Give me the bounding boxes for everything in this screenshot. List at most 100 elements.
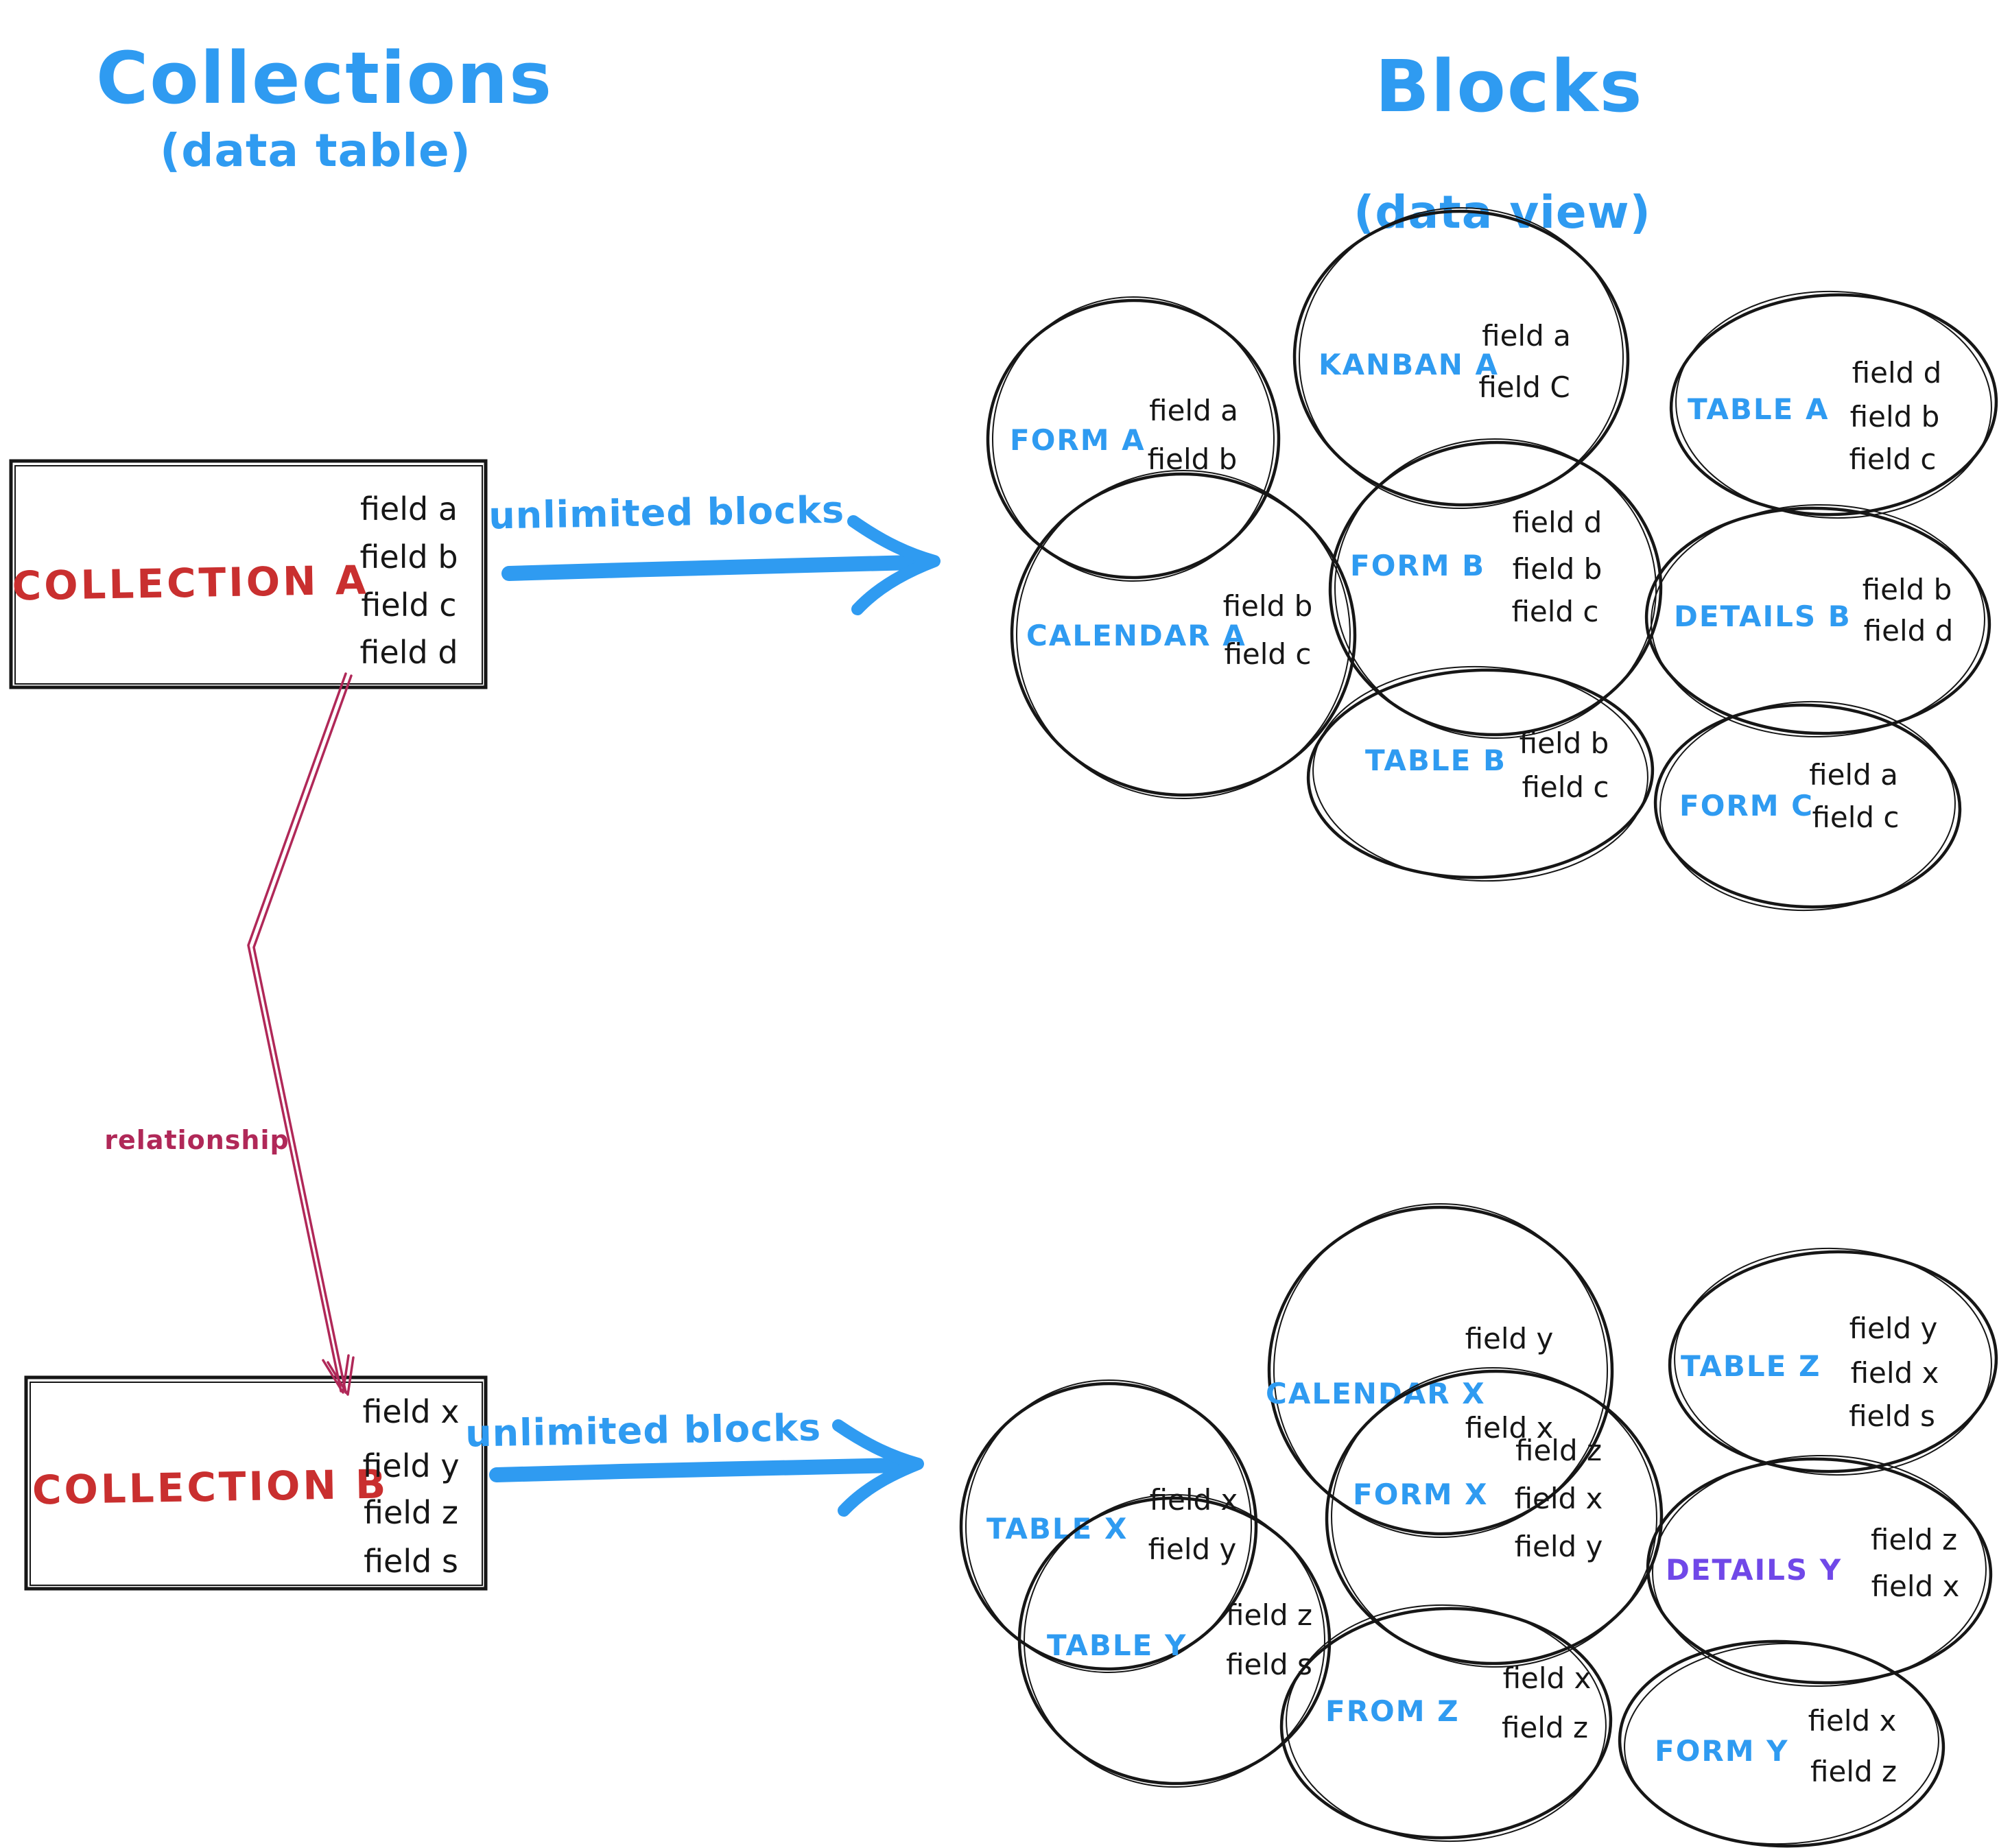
block-form-c: FORM C field a field c xyxy=(1653,700,1962,912)
collection-b-rect xyxy=(24,1375,488,1591)
block-table-x: TABLE X field x field y xyxy=(959,1379,1258,1673)
field-label: field c xyxy=(1812,801,1899,834)
block-form-a: FORM A field a field b xyxy=(986,296,1281,582)
block-label: FORM X xyxy=(1353,1478,1489,1511)
field-label: field y xyxy=(1465,1322,1554,1355)
block-ellipse xyxy=(1618,1639,1946,1848)
arrow-line xyxy=(501,555,920,581)
field-label: field z xyxy=(1226,1598,1312,1632)
field-label: field C xyxy=(1478,370,1570,404)
field-label: field d xyxy=(1852,356,1942,390)
arrow-head-icon xyxy=(847,515,941,615)
relationship-label: relationship xyxy=(104,1125,289,1155)
block-label: FORM B xyxy=(1350,549,1485,582)
block-form-x: FORM X field z field x field y xyxy=(1325,1366,1664,1668)
block-ellipse-sketch xyxy=(991,296,1275,582)
collection-b-field: field x xyxy=(362,1393,459,1430)
block-ellipse-sketch xyxy=(965,1379,1253,1673)
blocks-title: Blocks xyxy=(1375,45,1643,128)
block-label: DETAILS B xyxy=(1674,600,1852,633)
block-label: FROM Z xyxy=(1325,1694,1460,1728)
block-from-z: FROM Z field x field z xyxy=(1279,1604,1613,1843)
block-ellipse-sketch xyxy=(1675,290,1992,519)
block-form-y: FORM Y field x field z xyxy=(1618,1639,1946,1848)
collection-a-field: field c xyxy=(361,587,456,624)
block-kanban-a: KANBAN A field a field C xyxy=(1292,206,1630,510)
block-ellipse xyxy=(1267,1205,1614,1536)
collection-a-box: COLLECTION A field a field b field c fie… xyxy=(9,459,488,689)
collection-b-rect-sketch xyxy=(29,1382,483,1586)
field-label: field b xyxy=(1850,400,1940,434)
field-label: field z xyxy=(1810,1755,1897,1788)
unlimited-blocks-label-bottom: unlimited blocks xyxy=(465,1406,822,1455)
block-label: FORM A xyxy=(1010,423,1146,457)
block-label: DETAILS Y xyxy=(1666,1553,1842,1587)
unlimited-blocks-arrow-top: unlimited blocks xyxy=(488,488,941,615)
block-ellipse-sketch xyxy=(1652,1454,1987,1687)
field-label: field c xyxy=(1511,595,1598,628)
collection-b-box: COLLECTION B field x field y field z fie… xyxy=(24,1375,488,1591)
field-label: field a xyxy=(1809,758,1898,792)
field-label: field x xyxy=(1808,1704,1897,1738)
block-details-b: DETAILS B field b field d xyxy=(1644,504,1991,738)
field-label: field z xyxy=(1515,1434,1602,1467)
field-label: field x xyxy=(1503,1661,1592,1695)
field-label: field b xyxy=(1513,552,1603,586)
collection-a-rect xyxy=(9,459,488,689)
block-label: TABLE B xyxy=(1365,744,1506,777)
field-label: field d xyxy=(1513,506,1603,539)
relationship-arrowhead-icon xyxy=(327,1356,355,1396)
field-label: field z xyxy=(1871,1523,1957,1556)
block-ellipse xyxy=(1279,1607,1613,1840)
field-label: field z xyxy=(1502,1711,1588,1744)
collection-a-rect-sketch xyxy=(14,465,483,685)
block-calendar-x: CALENDAR X field y field x xyxy=(1266,1203,1614,1538)
block-table-z: TABLE Z field y field x field s xyxy=(1668,1247,1998,1476)
field-label: field y xyxy=(1849,1312,1938,1345)
block-calendar-a: CALENDAR A field b field c xyxy=(1010,469,1357,800)
block-ellipse-sketch xyxy=(1312,665,1648,882)
unlimited-blocks-arrow-bottom: unlimited blocks xyxy=(465,1406,924,1517)
field-label: field c xyxy=(1849,442,1936,476)
block-ellipse-sketch xyxy=(1674,1247,1992,1476)
field-label: field s xyxy=(1849,1399,1935,1433)
block-ellipse-sketch xyxy=(1659,700,1956,912)
block-ellipse-sketch xyxy=(1024,1493,1325,1788)
field-label: field x xyxy=(1851,1356,1939,1390)
collection-a-name: COLLECTION A xyxy=(12,556,369,609)
field-label: field a xyxy=(1149,394,1238,427)
block-ellipse-sketch xyxy=(1651,504,1985,738)
field-label: field x xyxy=(1465,1411,1554,1445)
collection-b-field: field s xyxy=(364,1543,458,1580)
field-label: field d xyxy=(1864,614,1954,648)
block-ellipse-sketch xyxy=(1273,1203,1608,1538)
block-table-a: TABLE A field d field b field c xyxy=(1669,290,1998,519)
field-label: field x xyxy=(1515,1482,1603,1515)
arrow-head-icon xyxy=(832,1419,924,1517)
block-label: FORM C xyxy=(1679,789,1814,822)
block-label: TABLE A xyxy=(1688,392,1830,426)
field-label: field c xyxy=(1224,637,1311,671)
collection-a-field: field a xyxy=(360,490,458,528)
block-ellipse-sketch xyxy=(1286,1604,1607,1843)
block-form-b: FORM B field d field b field c xyxy=(1328,438,1663,739)
relationship-connector: relationship xyxy=(104,672,355,1396)
block-label: CALENDAR A xyxy=(1026,619,1246,652)
collection-a-field: field d xyxy=(359,634,458,671)
collections-subtitle: (data table) xyxy=(160,124,471,177)
collection-b-field: field y xyxy=(362,1447,459,1484)
block-label: KANBAN A xyxy=(1319,348,1499,381)
field-label: field y xyxy=(1515,1530,1603,1563)
block-ellipse-sketch xyxy=(1624,1642,1939,1845)
unlimited-blocks-label-top: unlimited blocks xyxy=(488,488,845,537)
block-details-y: DETAILS Y field z field x xyxy=(1646,1454,1993,1687)
block-ellipse-sketch xyxy=(1299,206,1624,510)
block-ellipse xyxy=(1644,506,1991,735)
block-ellipse-sketch xyxy=(1016,469,1351,800)
block-table-b: TABLE B field b field c xyxy=(1306,665,1655,882)
arrow-line xyxy=(489,1458,905,1482)
block-ellipse xyxy=(986,298,1281,580)
block-label: TABLE Z xyxy=(1681,1349,1821,1383)
collection-b-name: COLLECTION B xyxy=(32,1460,388,1513)
block-label: FORM Y xyxy=(1655,1734,1789,1768)
